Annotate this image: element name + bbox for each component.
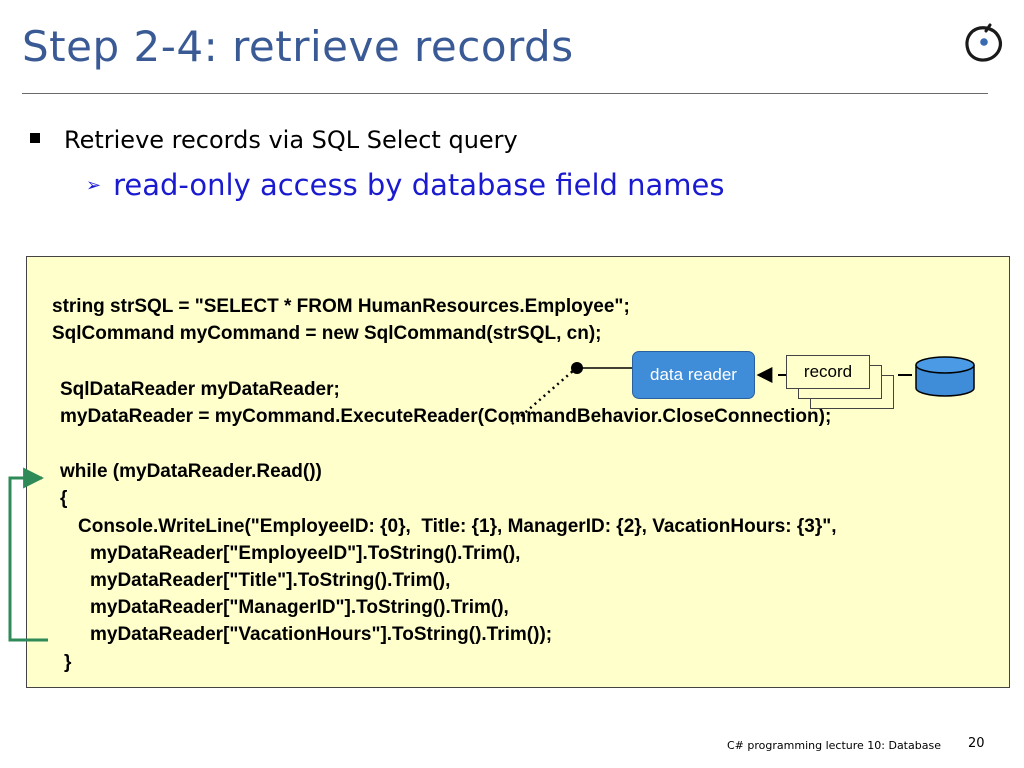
code-line: { <box>60 488 68 509</box>
bullet-primary-text: Retrieve records via SQL Select query <box>64 126 518 154</box>
square-bullet-icon <box>30 133 40 143</box>
code-line: SqlDataReader myDataReader; <box>60 379 340 400</box>
bullet-secondary: ➢ read-only access by database field name… <box>86 168 725 202</box>
o-logo-icon <box>965 23 1002 62</box>
record-card-front: record <box>786 355 870 389</box>
code-line: myDataReader["EmployeeID"].ToString().Tr… <box>90 543 521 564</box>
code-line: myDataReader["VacationHours"].ToString()… <box>90 624 553 645</box>
code-line: myDataReader["Title"].ToString().Trim(), <box>90 570 451 591</box>
code-line: while (myDataReader.Read()) <box>60 461 322 482</box>
code-line: myDataReader["ManagerID"].ToString().Tri… <box>90 597 509 618</box>
code-line: string strSQL = "SELECT * FROM HumanReso… <box>52 296 630 317</box>
code-block <box>26 256 1010 688</box>
bullet-primary: Retrieve records via SQL Select query <box>30 126 518 154</box>
bullet-secondary-text: read-only access by database field names <box>113 168 725 202</box>
title-divider <box>22 93 988 94</box>
slide-title: Step 2-4: retrieve records <box>22 22 574 71</box>
page-number: 20 <box>968 736 985 751</box>
code-line: SqlCommand myCommand = new SqlCommand(st… <box>52 323 602 344</box>
code-line: } <box>64 652 72 673</box>
arrowhead-bullet-icon: ➢ <box>86 175 102 196</box>
footer-text: C# programming lecture 10: Database <box>727 739 941 752</box>
code-line: Console.WriteLine("EmployeeID: {0}, Titl… <box>78 516 837 537</box>
code-line: myDataReader = myCommand.ExecuteReader(C… <box>60 406 832 427</box>
data-reader-box: data reader <box>632 351 755 399</box>
